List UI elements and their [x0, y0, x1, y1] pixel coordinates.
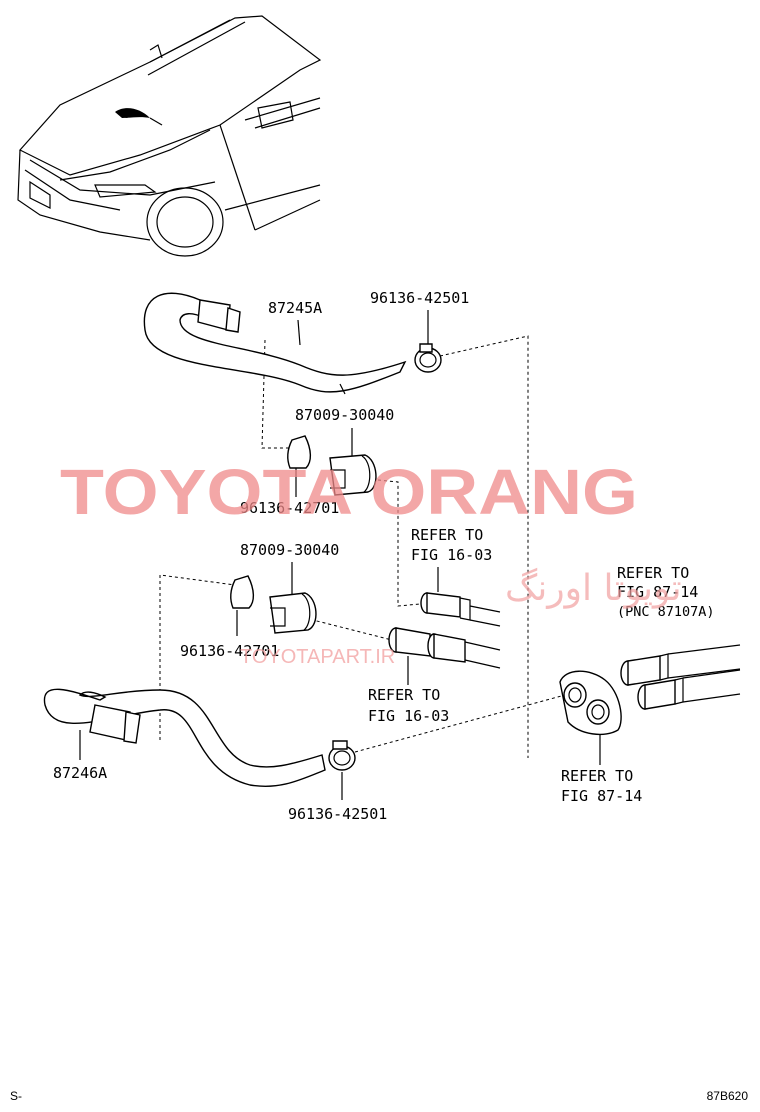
watermark: TOYOTA ORANG تویوتا اورنگ TOYOTAPART.IR — [60, 456, 682, 668]
label-refer-right-line2: FIG 87-14 — [617, 583, 698, 601]
watermark-main: TOYOTA ORANG — [60, 456, 638, 528]
label-87245A: 87245A — [268, 299, 322, 317]
label-refer-lower-line2: FIG 16-03 — [368, 707, 449, 725]
footer: S- 87B620 — [10, 1089, 748, 1103]
label-96136-42701-upper: 96136-42701 — [240, 499, 339, 517]
right-flange — [559, 670, 622, 736]
label-87009-30040-lower: 87009-30040 — [240, 541, 339, 559]
label-refer-upper-line2: FIG 16-03 — [411, 546, 492, 564]
upper-hose — [143, 292, 407, 395]
lower-valve — [269, 592, 317, 634]
center-pipe-upper — [420, 592, 501, 627]
label-refer-bottom-line1: REFER TO — [561, 767, 633, 785]
label-refer-upper-line1: REFER TO — [411, 526, 483, 544]
label-refer-lower-line1: REFER TO — [368, 686, 440, 704]
part-labels: 87245A 96136-42501 87009-30040 96136-427… — [53, 289, 715, 823]
label-refer-right-line3: (PNC 87107A) — [617, 604, 715, 620]
label-refer-right-line1: REFER TO — [617, 564, 689, 582]
label-refer-bottom-line2: FIG 87-14 — [561, 787, 642, 805]
label-87246A: 87246A — [53, 764, 107, 782]
center-pipe-lower — [388, 627, 501, 669]
lower-hose — [43, 688, 326, 787]
watermark-persian: تویوتا اورنگ — [505, 567, 682, 609]
car-illustration — [17, 15, 322, 257]
footer-left-code: S- — [10, 1089, 22, 1103]
lower-clamp — [328, 740, 356, 771]
right-pipes — [620, 644, 741, 710]
upper-clip — [287, 435, 312, 469]
leader-lines — [79, 310, 601, 800]
label-87009-30040-upper: 87009-30040 — [295, 406, 394, 424]
label-96136-42501-upper: 96136-42501 — [370, 289, 469, 307]
upper-clamp — [414, 343, 442, 373]
guide-lines — [159, 335, 566, 758]
watermark-url: TOYOTAPART.IR — [240, 646, 395, 668]
upper-valve — [329, 454, 377, 496]
footer-right-code: 87B620 — [707, 1089, 749, 1103]
lower-clip — [230, 575, 255, 609]
label-96136-42501-lower: 96136-42501 — [288, 805, 387, 823]
label-96136-42701-lower: 96136-42701 — [180, 642, 279, 660]
